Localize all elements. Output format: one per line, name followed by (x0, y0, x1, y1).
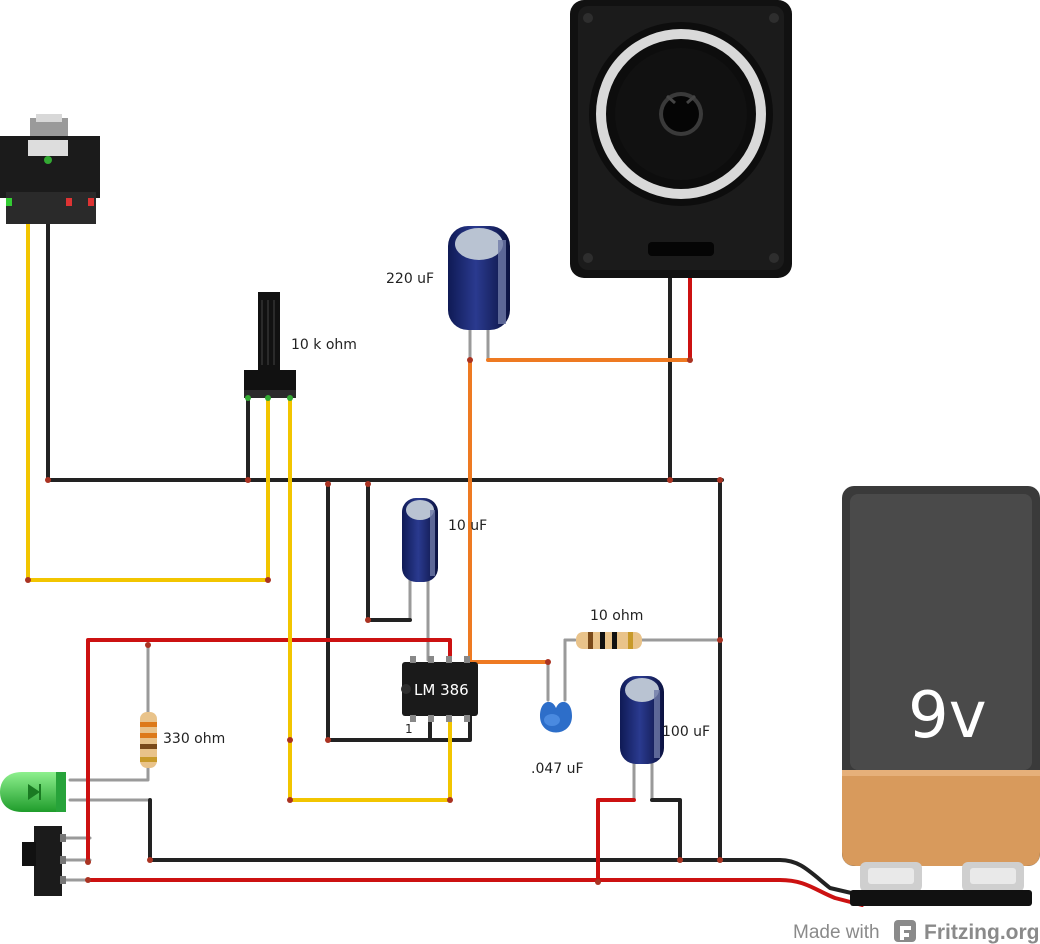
label-resistor-10: 10 ohm (590, 608, 643, 624)
label-battery: 9v (908, 679, 987, 753)
resistor-330ohm (140, 712, 157, 768)
slide-switch (22, 826, 66, 896)
ceramic-lead (546, 638, 567, 702)
wires (25, 163, 864, 907)
wire-cap100-positive (596, 798, 636, 884)
label-capacitor-100: 100 uF (662, 724, 710, 740)
wire-pot-wiper (288, 396, 452, 802)
resistor-330-lead (68, 643, 150, 782)
audio-jack (0, 114, 100, 224)
potentiometer (244, 292, 296, 401)
wire-output (468, 358, 550, 664)
speaker (570, 0, 792, 278)
lm386-chip (401, 656, 478, 722)
label-potentiometer: 10 k ohm (291, 337, 357, 353)
wire-jack-signal (26, 198, 270, 582)
resistor-10ohm (576, 632, 642, 649)
footer: Made with Fritzing.org (793, 920, 1039, 944)
capacitor-ceramic (540, 701, 572, 733)
wire-battery-positive (86, 878, 864, 907)
footer-made-with: Made with (793, 922, 880, 943)
label-chip: LM 386 (414, 681, 469, 699)
wire-cap100-ground (650, 798, 682, 862)
cap10-legs (408, 578, 430, 662)
capacitor-10uf (402, 498, 438, 582)
cap220-legs (468, 328, 490, 362)
cap100-legs (632, 758, 654, 802)
battery-9v (842, 486, 1040, 906)
label-capacitor-ceramic: .047 uF (531, 761, 584, 777)
wire-chip-ground-loop (326, 482, 472, 742)
footer-brand: Fritzing.org (924, 921, 1039, 944)
capacitor-220uf (448, 226, 510, 330)
wire-vcc-top (86, 638, 452, 864)
fritzing-logo-icon (894, 920, 916, 942)
led (0, 772, 66, 812)
label-capacitor-220: 220 uF (386, 271, 434, 287)
label-capacitor-10: 10 uF (448, 518, 487, 534)
label-pin-one: 1 (405, 722, 413, 736)
capacitor-100uf (620, 676, 664, 764)
label-resistor-330: 330 ohm (163, 731, 225, 747)
wire-battery-negative (148, 798, 862, 897)
